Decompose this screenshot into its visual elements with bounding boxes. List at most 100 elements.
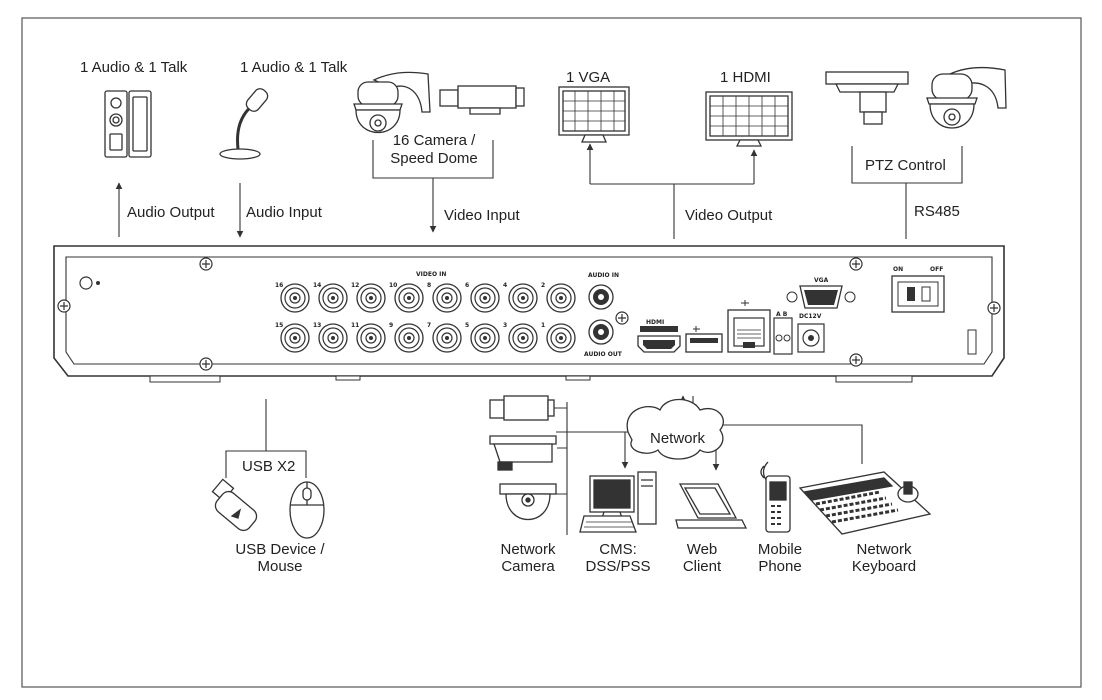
- web-client-label-line1: Web: [686, 541, 718, 558]
- bnc-channel-number: 4: [503, 282, 507, 289]
- network-box-camera-icon: [489, 395, 555, 421]
- web-client-label-line2: Client: [682, 558, 722, 575]
- ethernet-port[interactable]: [727, 300, 771, 353]
- bnc-video-in-1[interactable]: [546, 323, 576, 353]
- cms-label-line2: DSS/PSS: [585, 558, 651, 575]
- bnc-video-in-2[interactable]: [546, 283, 576, 313]
- usb-device-label-line1: USB Device /: [235, 541, 325, 558]
- bnc-video-in-10[interactable]: [394, 283, 424, 313]
- network-cloud-icon: [626, 398, 724, 460]
- bnc-channel-number: 9: [389, 322, 393, 329]
- audio-out-label: AUDIO OUT: [584, 351, 623, 358]
- bnc-channel-number: 15: [275, 322, 283, 329]
- bnc-video-in-11[interactable]: [356, 323, 386, 353]
- bnc-video-in-12[interactable]: [356, 283, 386, 313]
- bnc-channel-number: 11: [351, 322, 359, 329]
- vga-monitor-icon: [558, 86, 630, 143]
- audio-talk-right-label: 1 Audio & 1 Talk: [240, 59, 348, 76]
- audio-talk-left-label: 1 Audio & 1 Talk: [80, 59, 188, 76]
- camera-label-line2: Speed Dome: [390, 150, 478, 167]
- camera-label-line1: 16 Camera /: [392, 132, 476, 149]
- audio-in-connector[interactable]: [588, 284, 614, 310]
- box-camera-icon: [439, 85, 525, 115]
- power-switch[interactable]: [891, 275, 945, 313]
- bnc-video-in-8[interactable]: [432, 283, 462, 313]
- audio-input-label: Audio Input: [246, 204, 322, 221]
- usb-stick-icon: [211, 478, 258, 532]
- network-label: Network: [650, 430, 706, 447]
- bnc-video-in-16[interactable]: [280, 283, 310, 313]
- bnc-channel-number: 3: [503, 322, 507, 329]
- network-camera-label-line1: Network: [500, 541, 556, 558]
- bnc-channel-number: 6: [465, 282, 469, 289]
- bnc-channel-number: 10: [389, 282, 397, 289]
- bnc-channel-number: 16: [275, 282, 283, 289]
- bnc-video-in-14[interactable]: [318, 283, 348, 313]
- bnc-video-in-9[interactable]: [394, 323, 424, 353]
- bnc-channel-number: 8: [427, 282, 431, 289]
- bnc-channel-number: 2: [541, 282, 545, 289]
- video-in-top-row: 16 14 12 10 8 6 4 2: [275, 282, 576, 313]
- vga-port[interactable]: [786, 285, 856, 309]
- hdmi-port[interactable]: [637, 326, 681, 353]
- off-label: OFF: [930, 266, 943, 273]
- usb-device-label-line2: Mouse: [257, 558, 303, 575]
- bnc-video-in-15[interactable]: [280, 323, 310, 353]
- bnc-video-in-3[interactable]: [508, 323, 538, 353]
- bnc-video-in-13[interactable]: [318, 323, 348, 353]
- ab-label: A B: [776, 311, 788, 318]
- web-client-laptop-icon: [675, 483, 748, 529]
- network-keyboard-label-line1: Network: [856, 541, 912, 558]
- network-camera-label-line2: Camera: [501, 558, 555, 575]
- rs485-label: RS485: [914, 203, 960, 220]
- vga-label: 1 VGA: [566, 69, 611, 86]
- rs485-terminal[interactable]: [773, 317, 793, 355]
- dc-label: DC12V: [799, 313, 822, 320]
- network-dome-camera-icon: [499, 483, 557, 520]
- hdmi-label: 1 HDMI: [720, 69, 771, 86]
- ptz-box-camera-icon: [825, 71, 909, 125]
- hdmi-monitor-icon: [705, 91, 793, 147]
- bnc-channel-number: 7: [427, 322, 431, 329]
- network-connectors: [554, 395, 863, 535]
- dc-power-jack[interactable]: [797, 323, 825, 353]
- usb-port[interactable]: [685, 326, 723, 353]
- speaker-icon: [104, 90, 152, 158]
- audio-out-connector[interactable]: [588, 319, 614, 345]
- hdmi-port-label: HDMI: [646, 319, 664, 326]
- mobile-phone-label-line2: Phone: [758, 558, 802, 575]
- audio-output-label: Audio Output: [127, 204, 215, 221]
- ptz-control-label: PTZ Control: [865, 157, 946, 174]
- video-output-label: Video Output: [685, 207, 773, 224]
- cms-label-line1: CMS:: [599, 541, 637, 558]
- bnc-channel-number: 13: [313, 322, 321, 329]
- speed-dome-camera-icon: [353, 71, 431, 133]
- top-connectors: [115, 140, 963, 239]
- dvr-back-panel: [53, 245, 1005, 383]
- bnc-channel-number: 12: [351, 282, 359, 289]
- bnc-channel-number: 14: [313, 282, 321, 289]
- vga-port-label: VGA: [814, 277, 829, 284]
- network-keyboard-label-line2: Keyboard: [851, 558, 917, 575]
- usb-x2-label: USB X2: [242, 458, 296, 475]
- ptz-dome-camera-icon: [926, 66, 1007, 129]
- bnc-video-in-6[interactable]: [470, 283, 500, 313]
- bnc-channel-number: 1: [541, 322, 545, 329]
- mobile-phone-label-line1: Mobile: [757, 541, 803, 558]
- cms-computer-icon: [579, 471, 657, 533]
- outer-frame: [21, 17, 1082, 688]
- mouse-icon: [289, 481, 325, 539]
- audio-in-label: AUDIO IN: [588, 272, 619, 279]
- network-keyboard-icon: [798, 471, 932, 535]
- usb-connectors: [225, 399, 307, 478]
- bnc-video-in-4[interactable]: [508, 283, 538, 313]
- on-label: ON: [893, 266, 903, 273]
- video-input-label: Video Input: [444, 207, 520, 224]
- bnc-video-in-7[interactable]: [432, 323, 462, 353]
- microphone-icon: [219, 88, 269, 160]
- bnc-video-in-5[interactable]: [470, 323, 500, 353]
- mobile-phone-icon: [760, 461, 791, 533]
